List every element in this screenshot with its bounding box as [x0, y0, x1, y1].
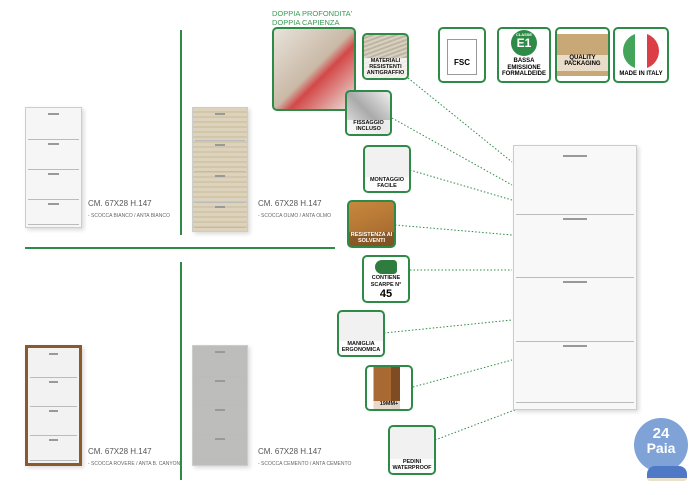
feature-label: MONTAGGIO FACILE	[365, 176, 409, 191]
variant-size: CM. 67X28 H.147	[258, 199, 322, 208]
header-text: DOPPIA PROFONDITA' DOPPIA CAPIENZA	[272, 9, 352, 27]
capacity-number: 24	[652, 425, 670, 442]
divider	[180, 262, 182, 480]
feature-thickness: 19MM+	[365, 365, 413, 411]
feature-label: MATERIALI RESISTENTI ANTIGRAFFIO	[364, 57, 407, 78]
badge-packaging: QUALITY PACKAGING	[555, 27, 610, 83]
feature-assembly: MONTAGGIO FACILE	[363, 145, 411, 193]
feature-shoe-capacity: CONTIENE SCARPE N° 45	[362, 255, 410, 303]
feature-label: CONTIENE SCARPE N°	[364, 274, 408, 288]
cabinet-olmo	[192, 107, 248, 232]
sneakers-icon	[647, 466, 687, 481]
main-cabinet	[513, 145, 637, 410]
feature-fixing: FISSAGGIO INCLUSO	[345, 90, 392, 136]
feature-label: MANIGLIA ERGONOMICA	[339, 340, 383, 355]
feature-label: RESISTENZA AI SOLVENTI	[349, 231, 394, 246]
feature-label: PEDINI WATERPROOF	[390, 458, 434, 473]
header-line-2: DOPPIA CAPIENZA	[272, 18, 340, 27]
feature-waterproof-feet: PEDINI WATERPROOF	[388, 425, 436, 475]
cabinet-cemento	[192, 345, 248, 466]
capacity-badge: 24 Paia	[634, 418, 688, 472]
feature-label: FISSAGGIO INCLUSO	[347, 119, 390, 134]
e1-class-value: E1	[516, 36, 532, 51]
feature-materials: MATERIALI RESISTENTI ANTIGRAFFIO	[362, 33, 409, 80]
variant-finish: - SCOCCA CEMENTO / ANTA CEMENTO	[258, 461, 352, 467]
variant-finish: - SCOCCA ROVERE / ANTA B. CANYON	[88, 461, 181, 467]
drawer-photo	[272, 27, 356, 111]
divider	[180, 30, 182, 235]
badge-e1: CLASSE E1 BASSA EMISSIONE FORMALDEIDE	[497, 27, 551, 83]
e1-circle-icon: CLASSE E1	[511, 30, 537, 57]
cabinet-rovere	[25, 345, 82, 466]
variant-size: CM. 67X28 H.147	[258, 447, 322, 456]
feature-label: 19MM+	[367, 400, 411, 409]
badge-label: QUALITY PACKAGING	[557, 54, 608, 71]
header-line-1: DOPPIA PROFONDITA'	[272, 9, 353, 18]
feature-handle: MANIGLIA ERGONOMICA	[337, 310, 385, 357]
shoe-capacity-value: 45	[379, 287, 393, 300]
italy-flag-icon	[623, 33, 659, 69]
feature-solvent-resistance: RESISTENZA AI SOLVENTI	[347, 200, 396, 248]
badge-fsc: FSC	[438, 27, 486, 83]
variant-size: CM. 67X28 H.147	[88, 199, 152, 208]
variant-size: CM. 67X28 H.147	[88, 447, 152, 456]
cabinet-white	[25, 107, 82, 228]
divider	[25, 247, 335, 249]
badge-label: MADE IN ITALY	[619, 71, 663, 81]
variant-finish: - SCOCCA BIANCO / ANTA BIANCO	[88, 213, 170, 219]
shoe-prints-icon	[375, 260, 397, 275]
variant-finish: - SCOCCA OLMO / ANTA OLMO	[258, 213, 331, 219]
fsc-tree-icon: FSC	[447, 39, 477, 75]
badge-label: BASSA EMISSIONE FORMALDEIDE	[502, 58, 546, 78]
capacity-unit: Paia	[646, 440, 676, 456]
e1-class-label: CLASSE	[515, 32, 533, 38]
badge-made-in-italy: MADE IN ITALY	[613, 27, 669, 83]
